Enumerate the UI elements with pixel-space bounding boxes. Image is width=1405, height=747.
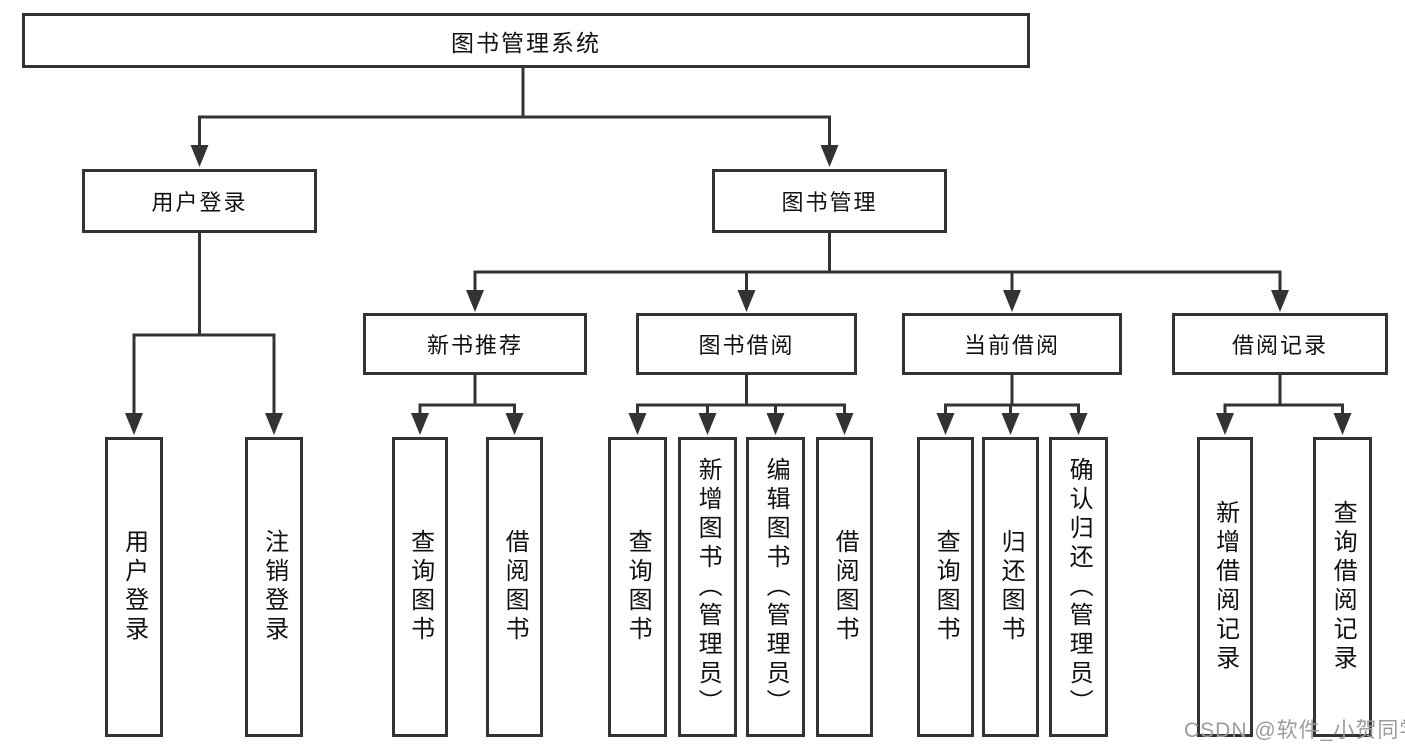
connector-book-borrowing (636, 375, 846, 414)
arrowhead-icon (505, 413, 524, 435)
arrowhead-icon (1003, 290, 1021, 312)
leaf-borrowing-edit-books-admin: 编辑图书（管理员） (746, 437, 805, 737)
leaf-logout: 注销登录 (245, 437, 303, 737)
connector-book-management (473, 233, 1282, 291)
leaf-label: 查询图书 (932, 529, 960, 645)
arrowhead-icon (190, 145, 209, 167)
arrowhead-icon (737, 290, 756, 312)
leaf-records-add-record: 新增借阅记录 (1197, 437, 1253, 737)
leaf-label: 借阅图书 (831, 529, 859, 645)
leaf-label: 确认归还（管理员） (1065, 456, 1093, 718)
arrowhead-icon (628, 413, 647, 435)
arrowhead-icon (1333, 413, 1352, 435)
arrowhead-icon (125, 413, 143, 435)
arrowhead-icon (265, 413, 283, 435)
arrowhead-icon (1271, 290, 1289, 312)
arrowhead-icon (835, 413, 854, 435)
leaf-records-query-record: 查询借阅记录 (1313, 437, 1372, 737)
node-borrowing-records: 借阅记录 (1172, 313, 1388, 375)
leaf-label: 查询图书 (624, 529, 652, 645)
node-library-system: 图书管理系统 (22, 13, 1030, 68)
arrowhead-icon (820, 145, 839, 167)
leaf-current-return-books: 归还图书 (982, 437, 1039, 737)
connector-new-book (418, 375, 516, 414)
node-current-borrowing: 当前借阅 (902, 313, 1122, 375)
arrowhead-icon (411, 413, 429, 435)
leaf-borrowing-query-books: 查询图书 (608, 437, 667, 737)
connector-borrowing-records (1223, 375, 1344, 414)
leaf-borrowing-borrow-books: 借阅图书 (816, 437, 873, 737)
leaf-current-confirm-return-admin: 确认归还（管理员） (1049, 437, 1108, 737)
leaf-label: 查询借阅记录 (1329, 500, 1357, 674)
arrowhead-icon (936, 413, 955, 435)
arrowhead-icon (1001, 413, 1020, 435)
node-book-borrowing: 图书借阅 (636, 313, 857, 375)
leaf-user-login: 用户登录 (105, 437, 163, 737)
arrowhead-icon (766, 413, 785, 435)
connector-current-borrowing (944, 375, 1080, 414)
leaf-label: 注销登录 (260, 529, 288, 645)
connector-user-login (132, 233, 276, 414)
leaf-newbook-query-books: 查询图书 (392, 437, 448, 737)
arrowhead-icon (1069, 413, 1088, 435)
leaf-label: 归还图书 (997, 529, 1025, 645)
leaf-borrowing-add-books-admin: 新增图书（管理员） (678, 437, 737, 737)
leaf-label: 用户登录 (120, 529, 148, 645)
leaf-label: 借阅图书 (501, 529, 529, 645)
leaf-current-query-books: 查询图书 (917, 437, 974, 737)
arrowhead-icon (698, 413, 717, 435)
connector-root (198, 68, 831, 146)
node-user-login: 用户登录 (82, 169, 317, 233)
leaf-label: 新增图书（管理员） (694, 456, 722, 718)
arrowhead-icon (1216, 413, 1234, 435)
arrowhead-icon (466, 290, 484, 312)
node-new-book-recommend: 新书推荐 (363, 313, 587, 375)
watermark: CSDN @软件_小贺同学 (1184, 719, 1405, 742)
leaf-label: 编辑图书（管理员） (762, 456, 790, 718)
leaf-label: 查询图书 (406, 529, 434, 645)
node-book-management: 图书管理 (712, 169, 947, 233)
leaf-newbook-borrow-books: 借阅图书 (486, 437, 543, 737)
leaf-label: 新增借阅记录 (1211, 500, 1239, 674)
